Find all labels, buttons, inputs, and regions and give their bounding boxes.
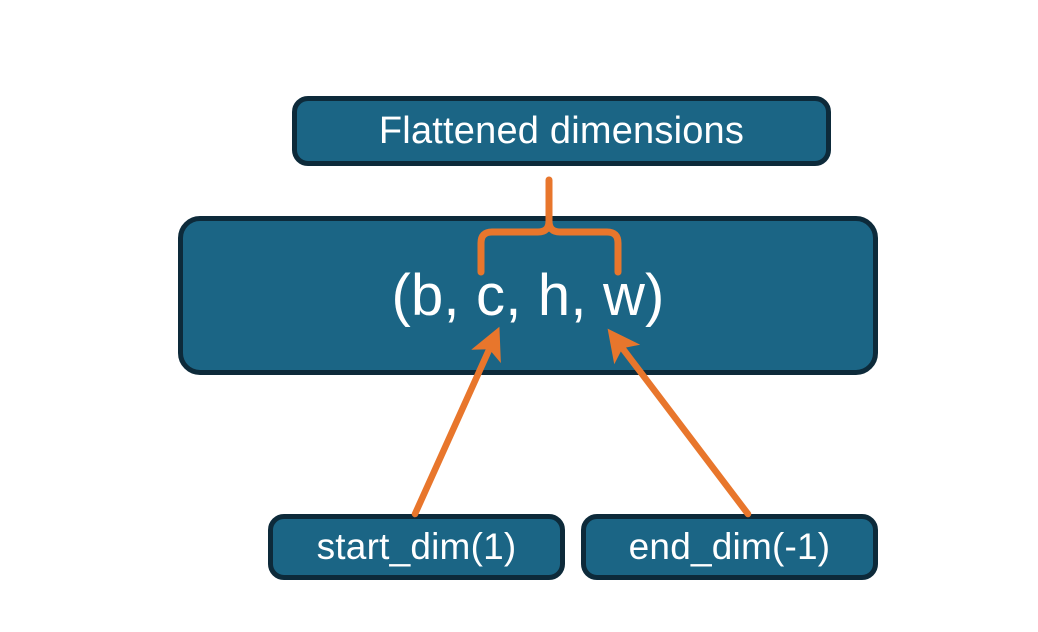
node-start-dim-label: start_dim(1) [316, 526, 517, 567]
node-tensor-shape[interactable]: (b, c, h, w) [178, 216, 878, 375]
node-end-dim-label: end_dim(-1) [628, 526, 831, 567]
node-tensor-shape-label: (b, c, h, w) [391, 263, 665, 328]
node-flattened-dimensions-label: Flattened dimensions [378, 109, 745, 152]
node-start-dim[interactable]: start_dim(1) [268, 514, 565, 580]
node-flattened-dimensions[interactable]: Flattened dimensions [292, 96, 831, 166]
node-end-dim[interactable]: end_dim(-1) [581, 514, 878, 580]
